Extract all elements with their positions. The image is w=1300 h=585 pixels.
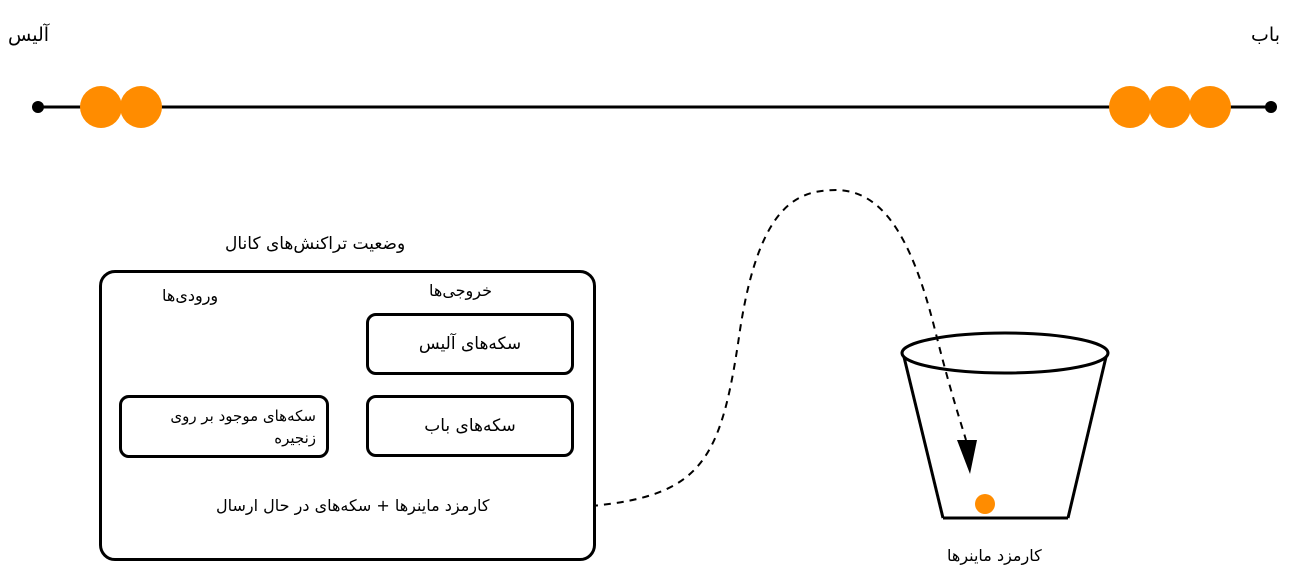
transaction-title: وضعیت تراکنش‌های کانال — [225, 234, 406, 254]
fee-and-pending-coins-label: کارمزد ماینرها + سکه‌های در حال ارسال — [216, 496, 490, 515]
alice-coins-label: سکه‌های آلیس — [418, 334, 522, 354]
miner-fee-label: کارمزد ماینرها — [947, 546, 1042, 565]
bob-coins-output: سکه‌های باب — [366, 395, 574, 457]
channel-endpoint-alice — [32, 101, 44, 113]
onchain-coins-label: سکه‌های موجود بر روی زنجیره — [170, 406, 316, 447]
alice-coin — [80, 86, 122, 128]
fee-flow-arrowhead — [957, 440, 977, 474]
bob-coin — [1149, 86, 1191, 128]
alice-coins-group — [80, 86, 162, 128]
fee-coin — [975, 494, 995, 514]
channel-endpoint-bob — [1265, 101, 1277, 113]
bob-coins-label: سکه‌های باب — [424, 416, 516, 436]
alice-label: آلیس — [8, 24, 50, 46]
inputs-heading: ورودی‌ها — [162, 286, 219, 305]
bob-coin — [1189, 86, 1231, 128]
onchain-coins-input: سکه‌های موجود بر روی زنجیره — [119, 395, 329, 458]
alice-coins-output: سکه‌های آلیس — [366, 313, 574, 375]
alice-coin — [120, 86, 162, 128]
outputs-heading: خروجی‌ها — [429, 281, 492, 300]
bob-coin — [1109, 86, 1151, 128]
miner-fee-bucket — [900, 331, 1110, 520]
bob-coins-group — [1109, 86, 1231, 128]
bob-label: باب — [1251, 24, 1280, 46]
